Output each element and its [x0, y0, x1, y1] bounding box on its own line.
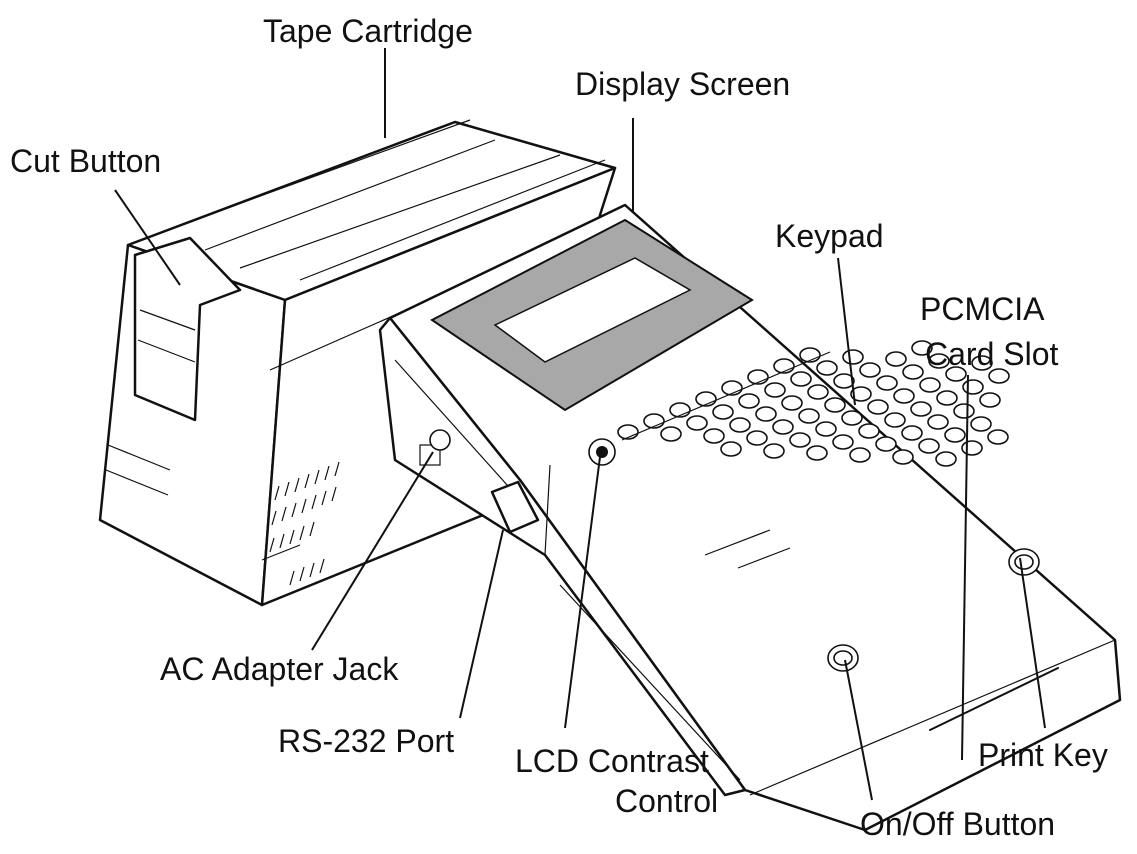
keypad-key — [892, 449, 914, 465]
keypad-key — [850, 386, 872, 402]
keypad-key — [849, 447, 871, 463]
keypad-key — [884, 412, 906, 428]
keypad-key — [772, 419, 794, 435]
keypad-key — [928, 353, 950, 369]
keypad-key — [842, 349, 864, 365]
vent-slots — [269, 461, 340, 586]
keypad-key — [763, 443, 785, 459]
keypad-key — [979, 392, 1001, 408]
label-on-off-button: On/Off Button — [860, 806, 1055, 842]
keypad-key — [832, 434, 854, 450]
keypad-key — [729, 417, 751, 433]
keypad-key — [807, 384, 829, 400]
keypad-key — [841, 410, 863, 426]
keypad-key — [867, 399, 889, 415]
label-control: Control — [615, 783, 718, 819]
keypad-key — [885, 351, 907, 367]
keypad-key — [918, 438, 940, 454]
keypad-key — [816, 360, 838, 376]
keypad-key — [738, 393, 760, 409]
pcmcia-slot — [929, 667, 1059, 731]
print-key — [1008, 548, 1040, 576]
keypad-key — [893, 388, 915, 404]
keypad-key — [789, 432, 811, 448]
keypad-key — [686, 415, 708, 431]
keypad-key — [902, 364, 924, 380]
rs232-connector-shape — [490, 480, 540, 534]
cut-button — [133, 236, 242, 422]
keypad-key — [911, 340, 933, 356]
keypad-key — [824, 397, 846, 413]
label-card-slot: Card Slot — [925, 336, 1059, 372]
keypad-key — [815, 421, 837, 437]
keypad-key — [858, 423, 880, 439]
label-keypad: Keypad — [775, 218, 884, 254]
ac-jack-socket — [429, 429, 451, 451]
keypad-key — [944, 427, 966, 443]
keypad-key — [901, 425, 923, 441]
keypad-key — [755, 406, 777, 422]
keypad-key — [746, 430, 768, 446]
keypad-key — [806, 445, 828, 461]
keypad-key — [660, 426, 682, 442]
keypad-key — [945, 366, 967, 382]
keypad-key — [781, 395, 803, 411]
lcd-contrast-knob — [588, 438, 616, 466]
keypad-key — [971, 355, 993, 371]
label-cut-button: Cut Button — [10, 143, 161, 179]
keypad-key — [876, 375, 898, 391]
keypad-key — [988, 368, 1010, 384]
keypad-key — [875, 436, 897, 452]
keypad-divider — [704, 529, 771, 556]
keypad-divider — [621, 351, 831, 441]
leader-lines — [114, 48, 1046, 801]
keypad-divider — [737, 547, 791, 569]
label-display-screen: Display Screen — [575, 66, 790, 102]
keypad-key — [970, 416, 992, 432]
label-ac-adapter-jack: AC Adapter Jack — [160, 651, 399, 687]
label-lcd-contrast: LCD Contrast — [515, 743, 709, 779]
keypad-keys — [617, 340, 1010, 569]
keypad-key — [935, 451, 957, 467]
label-rs232-port: RS-232 Port — [278, 723, 454, 759]
keypad-key — [712, 404, 734, 420]
keypad-key — [790, 371, 812, 387]
keypad-key — [833, 373, 855, 389]
ac-adapter-jack-shape — [419, 444, 441, 466]
keypad-key — [962, 379, 984, 395]
keypad-key — [910, 401, 932, 417]
keypad-key — [927, 414, 949, 430]
on-off-key — [827, 644, 859, 672]
keypad-key — [987, 429, 1009, 445]
display-screen — [430, 218, 754, 412]
keypad-key — [859, 362, 881, 378]
keypad-key — [798, 408, 820, 424]
keypad-key — [720, 441, 742, 457]
keypad-key — [703, 428, 725, 444]
keypad-key — [764, 382, 786, 398]
keypad-key — [936, 390, 958, 406]
label-tape-cartridge: Tape Cartridge — [263, 13, 473, 49]
keypad-key — [919, 377, 941, 393]
keypad-key — [953, 403, 975, 419]
keypad-key — [961, 440, 983, 456]
label-pcmcia: PCMCIA — [920, 291, 1045, 327]
label-print-key: Print Key — [978, 737, 1108, 773]
